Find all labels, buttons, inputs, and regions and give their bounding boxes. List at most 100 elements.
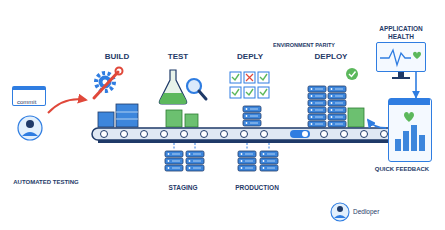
- conveyor-belt: [302, 131, 308, 137]
- test-icon: [159, 70, 206, 127]
- developer-icon: [26, 120, 34, 128]
- checklist-grid: [258, 87, 269, 98]
- conveyor-belt: [141, 131, 148, 138]
- commit-window: commit: [12, 86, 46, 106]
- developer-icon: [337, 206, 343, 212]
- chart-bar: [419, 135, 425, 151]
- production-servers: [238, 151, 256, 171]
- conveyor-belt: [201, 131, 208, 138]
- test-icon: [199, 91, 206, 99]
- developer-icon: [18, 116, 42, 140]
- checklist-grid: [260, 74, 267, 80]
- build-icon: [96, 73, 114, 91]
- test-icon: [159, 93, 186, 104]
- deploy-servers: [349, 72, 356, 77]
- checklist-grid: [246, 89, 253, 95]
- build-icon: [116, 104, 138, 127]
- staging-servers: [174, 143, 175, 150]
- checklist-grid: [232, 74, 239, 80]
- checklist-grid: [260, 89, 267, 95]
- build-icon: [98, 112, 114, 127]
- production-servers: [269, 143, 270, 150]
- monitor-stand: [398, 72, 404, 77]
- test-icon: [185, 114, 198, 127]
- build-icon: [116, 112, 138, 113]
- checklist-grid: [246, 74, 253, 81]
- conveyor-belt: [321, 131, 328, 138]
- conveyor-belt: [101, 131, 108, 138]
- conveyor-belt: [290, 130, 310, 138]
- stage-heading: TEST: [168, 53, 188, 62]
- deploy-servers: [308, 86, 326, 106]
- deploy-servers: [308, 107, 326, 127]
- staging-servers: [165, 151, 183, 171]
- checklist-grid: [244, 87, 255, 98]
- feedback-panel: QUICK FEEDBACK: [388, 98, 432, 162]
- environment-label: PRODUCTION: [235, 184, 279, 191]
- conveyor-belt: [181, 131, 188, 138]
- conveyor-belt: [161, 131, 168, 138]
- deploy-servers: [348, 108, 364, 127]
- production-servers: [260, 151, 278, 171]
- build-icon: [116, 68, 123, 75]
- conveyor-belt: [261, 131, 268, 138]
- conveyor-belt: [98, 140, 392, 143]
- developer-icon: [22, 132, 38, 136]
- conveyor-belt: [381, 131, 388, 138]
- note-label: AUTOMATED TESTING: [13, 179, 78, 186]
- developer-icon: [18, 116, 42, 140]
- deploy-servers: [328, 86, 346, 106]
- deploy-servers: [328, 107, 346, 127]
- monitor-stand: [392, 77, 410, 79]
- staging-servers: [195, 143, 196, 150]
- conveyor-belt: [221, 131, 228, 138]
- node-label: commit: [17, 99, 36, 106]
- build-icon: [116, 119, 138, 120]
- chart-bar: [411, 125, 417, 151]
- panel-title-bar: [389, 99, 430, 105]
- node-heading: APPLICATION HEALTH: [372, 25, 430, 40]
- chart-bar: [395, 139, 401, 151]
- developer-icon: [334, 215, 346, 218]
- checklist-grid: [232, 89, 239, 95]
- heartbeat-line: [380, 50, 411, 65]
- build-icon: [94, 68, 138, 128]
- health-graphic: [377, 43, 424, 70]
- developer-icon: [331, 203, 349, 221]
- conveyor-belt: [92, 128, 398, 143]
- heart-icon: [413, 52, 421, 59]
- stage-heading: BUILD: [105, 53, 129, 62]
- checklist-grid: [258, 72, 269, 83]
- checklist-grid: [230, 72, 241, 83]
- monitor-stand: [392, 72, 410, 79]
- conveyor-belt: [121, 131, 128, 138]
- test-icon: [159, 70, 186, 104]
- build-icon: [94, 72, 118, 98]
- stage-heading: DEPLOY: [315, 53, 348, 62]
- checklist-grid: [230, 87, 241, 98]
- checklist-grid: [244, 72, 255, 83]
- conveyor-belt: [92, 128, 398, 140]
- connector-arrow: [415, 72, 417, 98]
- chart-bar: [403, 131, 409, 151]
- staging-servers: [165, 143, 204, 171]
- staging-servers: [186, 151, 204, 171]
- node-heading: QUICK FEEDBACK: [375, 166, 429, 173]
- developer-icon: [331, 203, 349, 221]
- person-label: Dedloper: [353, 208, 379, 215]
- deploy-servers: [308, 68, 364, 127]
- health-monitor: APPLICATION HEALTH: [376, 42, 426, 72]
- production-servers: [247, 143, 248, 150]
- conveyor-belt: [241, 131, 248, 138]
- production-servers: [238, 143, 278, 171]
- checklist-grid: [243, 106, 261, 126]
- commit-arrow: [48, 99, 86, 113]
- deploy-servers: [346, 68, 358, 80]
- heart-icon: [404, 112, 414, 122]
- checklist-grid: [230, 72, 269, 126]
- conveyor-belt: [361, 131, 368, 138]
